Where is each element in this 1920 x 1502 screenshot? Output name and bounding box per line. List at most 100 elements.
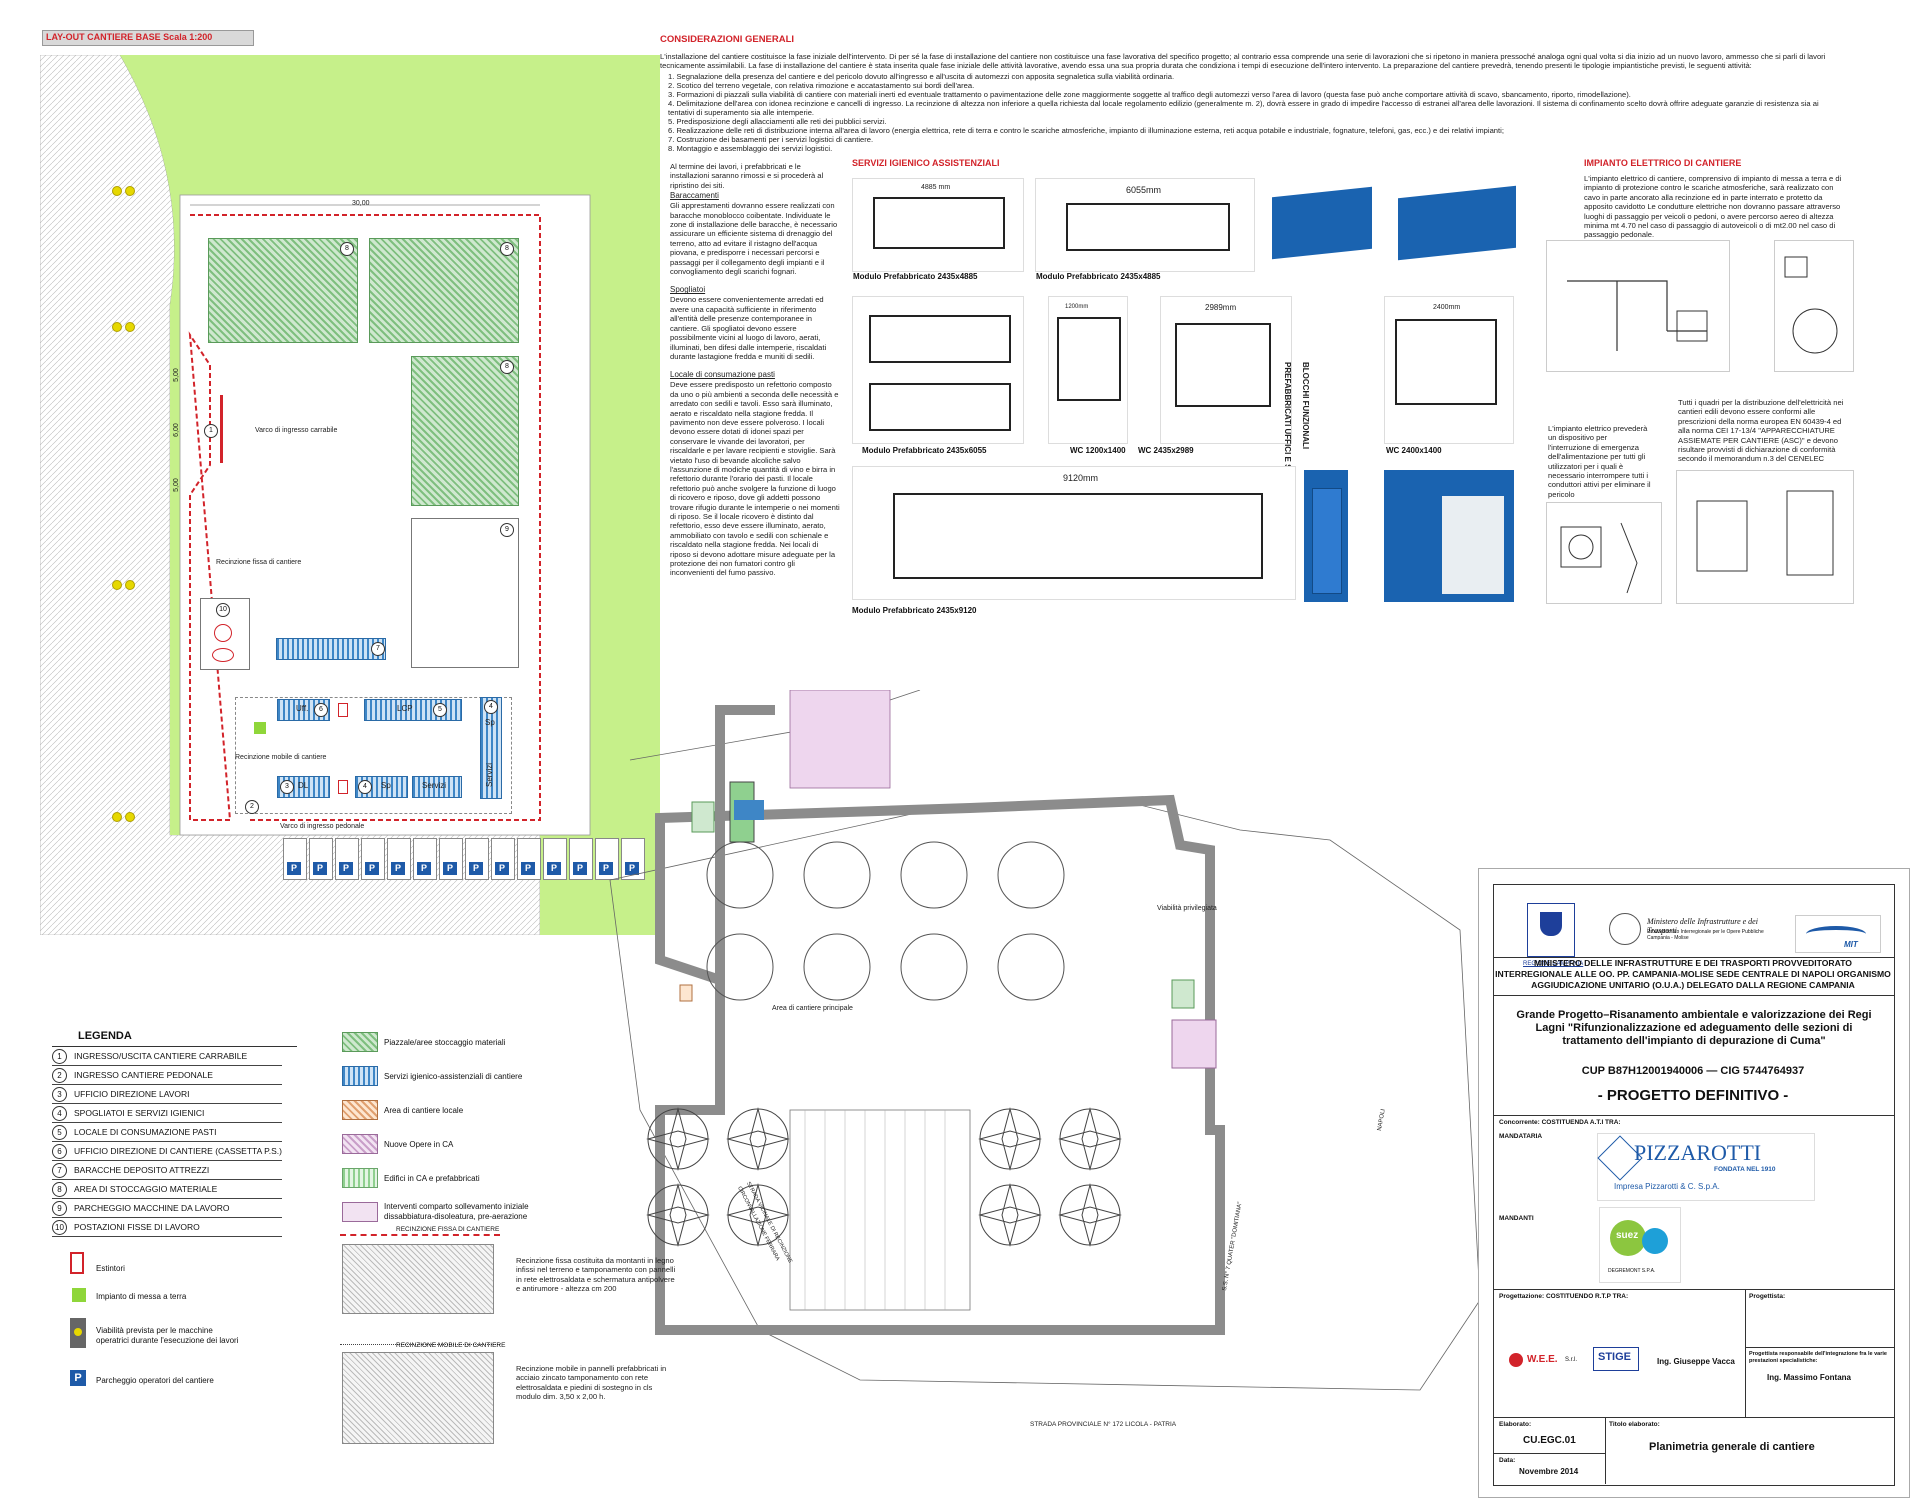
parking-slot-1: P <box>283 838 307 880</box>
data-value: Novembre 2014 <box>1519 1467 1579 1476</box>
label-area-principale: Area di cantiere principale <box>772 1005 853 1012</box>
resp-label: Progettista responsabile dell'integrazio… <box>1749 1351 1887 1364</box>
viability-marker <box>125 812 135 822</box>
swatch-interventi <box>342 1202 378 1222</box>
swatch-stoccaggio <box>342 1032 378 1052</box>
label-road-bottom: STRADA PROVINCIALE N° 172 LICOLA - PATRI… <box>1030 1421 1177 1428</box>
gate-number-1: 1 <box>204 424 218 438</box>
ground-system-symbol <box>254 722 266 734</box>
considerazioni-column: Al termine dei lavori, i prefabbricati e… <box>670 162 840 578</box>
dim-side-2: 6,00 <box>172 423 180 437</box>
swatch-nuove-opere <box>342 1134 378 1154</box>
label-servizi-vertical: Servizi <box>485 762 495 788</box>
baraccamenti-text: Gli apprestamenti dovranno essere realiz… <box>670 201 838 277</box>
dim-top: 30,00 <box>352 200 370 207</box>
viability-icon <box>70 1318 86 1348</box>
plan-wc-2435x2989: 2989mm <box>1160 296 1292 444</box>
dim-label: 1200mm <box>1065 304 1089 310</box>
parking-slot-7: P <box>439 838 463 880</box>
area-number-8a: 8 <box>340 242 354 256</box>
considerazioni-list: 1. Segnalazione della presenza del canti… <box>668 72 1838 153</box>
illustration-cable-reel <box>1774 240 1854 372</box>
plan-wc-2400x1400: 2400mm <box>1384 296 1514 444</box>
viability-marker <box>112 322 122 332</box>
considerazioni-intro: L'installazione del cantiere costituisce… <box>660 52 1826 70</box>
label-viabilita: Viabilità privilegiata <box>1157 905 1217 912</box>
parking-slot-3: P <box>335 838 359 880</box>
ministero-logo-text: Ministero delle Infrastrutture e dei Tra… <box>1647 917 1758 935</box>
mandanti-label: MANDANTI <box>1499 1215 1534 1222</box>
spogliatoi-title: Spogliatoi <box>670 285 706 295</box>
project-phase: - PROGETTO DEFINITIVO - <box>1597 1087 1789 1104</box>
elaborato-label: Elaborato: <box>1499 1421 1532 1428</box>
fissa-title: RECINZIONE FISSA DI CANTIERE <box>396 1226 500 1233</box>
general-plan-drawing <box>609 690 1480 1391</box>
plan-module-2435x9120: 9120mm <box>852 466 1296 600</box>
parking-slot-10: P <box>517 838 541 880</box>
mobile-fence-zone <box>235 697 512 814</box>
extinguisher-icon <box>70 1252 84 1274</box>
area-label: Area di cantiere locale <box>384 1106 464 1115</box>
illustration-emergency-button <box>1546 502 1662 604</box>
fissa-fence-illustration <box>342 1244 494 1314</box>
area-number-7: 7 <box>371 642 385 656</box>
area-number-9: 9 <box>500 523 514 537</box>
label-varco-pedonale: Varco di ingresso pedonale <box>280 823 365 830</box>
storage-area-8b <box>369 238 519 343</box>
mobile-fence-illustration <box>342 1352 494 1444</box>
viability-marker <box>112 580 122 590</box>
area-label: Interventi comparto sollevamento inizial… <box>384 1202 529 1221</box>
caption-module-4: Modulo Prefabbricato 2435x9120 <box>852 606 977 615</box>
caption-wc-2: WC 2435x2989 <box>1138 446 1194 455</box>
extinguisher-symbol-b <box>338 780 348 794</box>
area-number-8b: 8 <box>500 242 514 256</box>
baraccamenti-title: Baraccamenti <box>670 191 719 201</box>
extinguisher-symbol-a <box>338 703 348 717</box>
photo-container-blue-1 <box>1264 180 1382 272</box>
legend-symbols: Estintori Impianto di messa a terra Viab… <box>52 1250 292 1400</box>
symbol-label-estintori: Estintori <box>96 1264 125 1273</box>
layout-title-box: LAY-OUT CANTIERE BASE Scala 1:200 <box>42 30 254 46</box>
area-number-4b: 4 <box>484 700 498 714</box>
fontana-name: Ing. Massimo Fontana <box>1767 1373 1852 1382</box>
cup-cig: CUP B87H12001940006 — CIG 5744764937 <box>1581 1065 1805 1077</box>
caption-module-3: Modulo Prefabbricato 2435x6055 <box>862 446 987 455</box>
gate-number-2: 2 <box>245 800 259 814</box>
swatch-edifici <box>342 1168 378 1188</box>
mandataria-label: MANDATARIA <box>1499 1133 1543 1140</box>
dim-label: 9120mm <box>1063 473 1099 483</box>
dim-label: 6055mm <box>1126 185 1162 195</box>
suez-logo: suez DEGREMONT S.P.A. <box>1599 1207 1681 1283</box>
ministero-heading: MINISTERO DELLE INFRASTRUTTURE E DEI TRA… <box>1495 958 1891 990</box>
titolo-elaborato: Planimetria generale di cantiere <box>1649 1441 1815 1453</box>
fissa-text: Recinzione fissa costituita da montanti … <box>516 1256 676 1294</box>
label-sp: Sp <box>381 781 391 790</box>
illustration-grounding <box>1546 240 1730 372</box>
mobile-title: RECINZIONE MOBILE DI CANTIERE <box>396 1342 506 1349</box>
viability-marker <box>112 812 122 822</box>
list-item: 7. Costruzione dei basamenti per i servi… <box>668 135 874 144</box>
parking-icon: P <box>70 1370 86 1386</box>
parking-slot-2: P <box>309 838 333 880</box>
area-label: Servizi igienico-assistenziali di cantie… <box>384 1072 523 1081</box>
area-number-4a: 4 <box>358 780 372 794</box>
impianto-text-1: L'impianto elettrico di cantiere, compre… <box>1584 174 1842 240</box>
concorrente-label: Concorrente: COSTITUENDA A.T.I TRA: <box>1499 1119 1621 1126</box>
parking-slot-6: P <box>413 838 437 880</box>
list-item: 1. Segnalazione della presenza del canti… <box>668 72 1175 81</box>
area-number-10: 10 <box>216 603 230 617</box>
caption-module-1: Modulo Prefabbricato 2435x4885 <box>853 272 978 281</box>
spogliatoi-text: Devono essere convenientemente arredati … <box>670 295 827 361</box>
meal-room-5 <box>364 699 462 721</box>
pizzarotti-logo: PIZZAROTTI FONDATA NEL 1910 Impresa Pizz… <box>1597 1133 1815 1201</box>
label-uff: Uff. <box>296 704 309 713</box>
swatch-cantiere-locale <box>342 1100 378 1120</box>
photo-container-blue-2 <box>1392 180 1522 272</box>
project-title: Grande Progetto–Risanamento ambientale e… <box>1516 1009 1872 1047</box>
viability-marker <box>125 322 135 332</box>
caption-module-2: Modulo Prefabbricato 2435x4885 <box>1036 272 1161 281</box>
